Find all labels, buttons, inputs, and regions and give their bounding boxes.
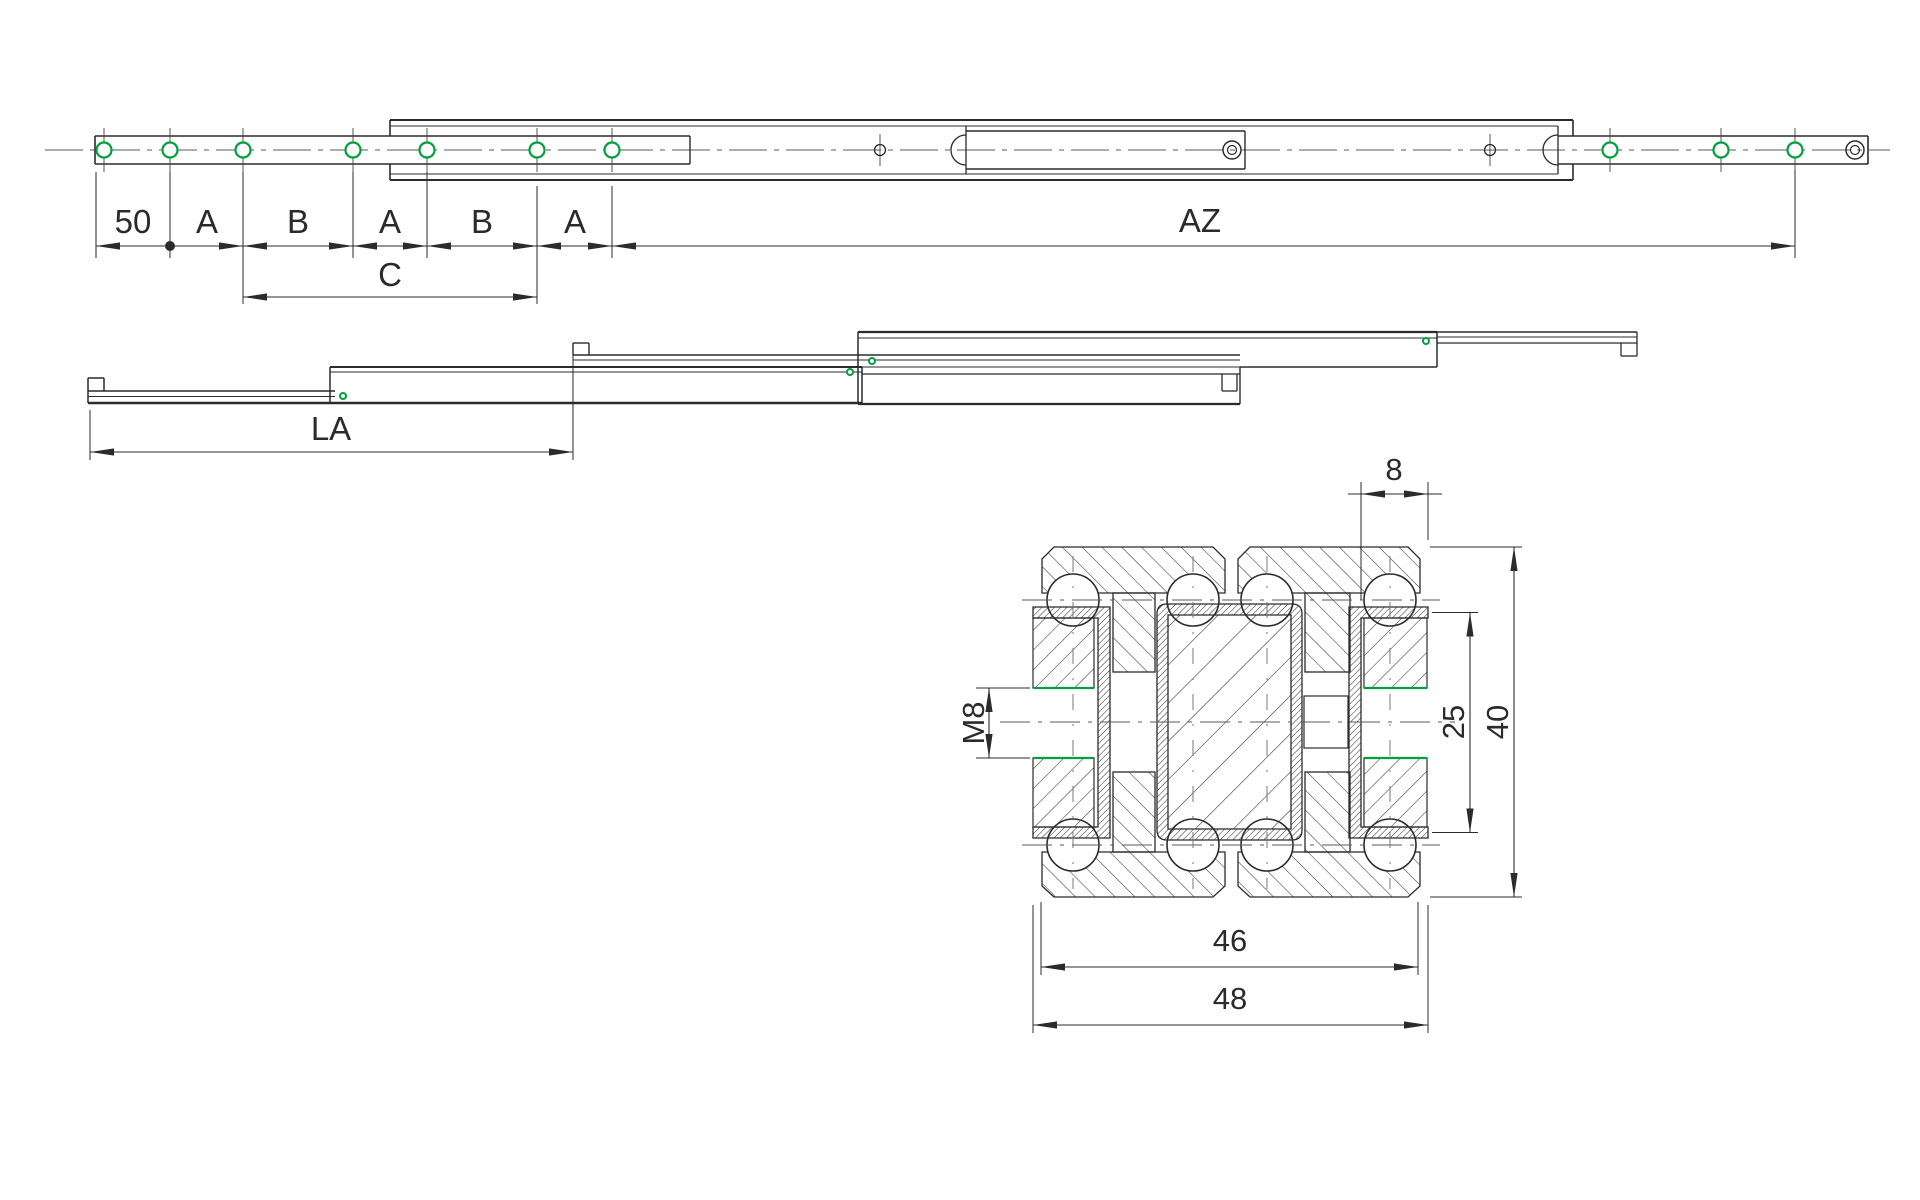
dim-label-40: 40 — [1480, 705, 1515, 739]
pilot-hole — [873, 143, 887, 157]
latch-dot — [846, 368, 854, 376]
side-view-member-2 — [329, 366, 863, 403]
mounting-hole — [344, 141, 362, 159]
side-view-extended-slide: LA — [87, 330, 1638, 460]
mounting-hole — [161, 141, 179, 159]
mounting-hole — [1786, 141, 1804, 159]
dim-label-b2: B — [471, 203, 493, 240]
section-dimension-8: 8 — [1348, 452, 1442, 600]
mounting-holes-green — [95, 141, 1804, 159]
dim-label-a2: A — [379, 203, 401, 240]
right-slab-lower — [1363, 757, 1428, 828]
dim-label-8: 8 — [1385, 452, 1402, 487]
pilot-hole — [1483, 143, 1497, 157]
dim-label-46: 46 — [1213, 923, 1247, 958]
dim-label-b1: B — [287, 203, 309, 240]
section-dimension-25: 25 — [1432, 612, 1478, 833]
latch-dot — [1422, 337, 1430, 345]
cross-section-view: 8 40 25 M8 — [956, 452, 1522, 1033]
dim-label-c: C — [378, 256, 402, 293]
side-view-member-3 — [572, 342, 1240, 392]
top-view-outer-rail — [389, 119, 1574, 181]
dim-label-a3: A — [564, 203, 586, 240]
dim-label-m8: M8 — [956, 701, 991, 744]
dim-label-25: 25 — [1436, 705, 1471, 739]
mounting-hole — [418, 141, 436, 159]
bottom-left-tongue — [1112, 771, 1156, 853]
mounting-hole — [1712, 141, 1730, 159]
left-slab-upper — [1032, 617, 1095, 689]
side-view-dimension-la: LA — [89, 352, 574, 460]
section-dimension-40: 40 — [1430, 546, 1522, 898]
left-slab-lower — [1032, 757, 1095, 828]
latch-dots-green — [339, 337, 1430, 400]
side-view-member-4 — [857, 330, 1438, 406]
side-view-member-5 — [1437, 331, 1638, 357]
dim-label-az: AZ — [1179, 202, 1221, 239]
latch-notch-left — [950, 134, 967, 166]
dim-label-a1: A — [196, 203, 218, 240]
mounting-hole — [603, 141, 621, 159]
top-view-left-inner-rail — [94, 135, 691, 165]
section-dimension-m8: M8 — [956, 687, 1030, 759]
middle-ring-channel — [1156, 603, 1303, 841]
dim-label-50: 50 — [115, 203, 152, 240]
side-view-member-1 — [87, 377, 862, 405]
latch-dot — [339, 392, 347, 400]
rivet — [1222, 140, 1242, 160]
mounting-hole — [1601, 141, 1619, 159]
section-side-slabs — [1032, 617, 1428, 828]
top-right-tongue — [1304, 592, 1351, 673]
bottom-right-tongue — [1304, 771, 1351, 853]
thread-lines-green — [1034, 686, 1427, 760]
top-view-dimensions: 50 A B A B A AZ C — [95, 170, 1796, 304]
mounting-hole — [95, 141, 113, 159]
latch-notch-right — [1542, 134, 1559, 166]
dim-label-la: LA — [311, 410, 351, 447]
mounting-hole — [234, 141, 252, 159]
top-view-extended-slide: 50 A B A B A AZ C — [45, 119, 1890, 304]
dim-label-48: 48 — [1213, 981, 1247, 1016]
mounting-hole — [528, 141, 546, 159]
right-slab-upper — [1363, 617, 1428, 689]
section-dimension-48: 48 — [1032, 905, 1429, 1033]
latch-dot — [868, 357, 876, 365]
end-rivet — [1845, 140, 1865, 160]
section-centerlines — [1000, 556, 1455, 889]
top-left-tongue — [1112, 592, 1156, 673]
section-dimension-46: 46 — [1040, 902, 1419, 975]
dimension-origin-dot — [165, 241, 175, 251]
